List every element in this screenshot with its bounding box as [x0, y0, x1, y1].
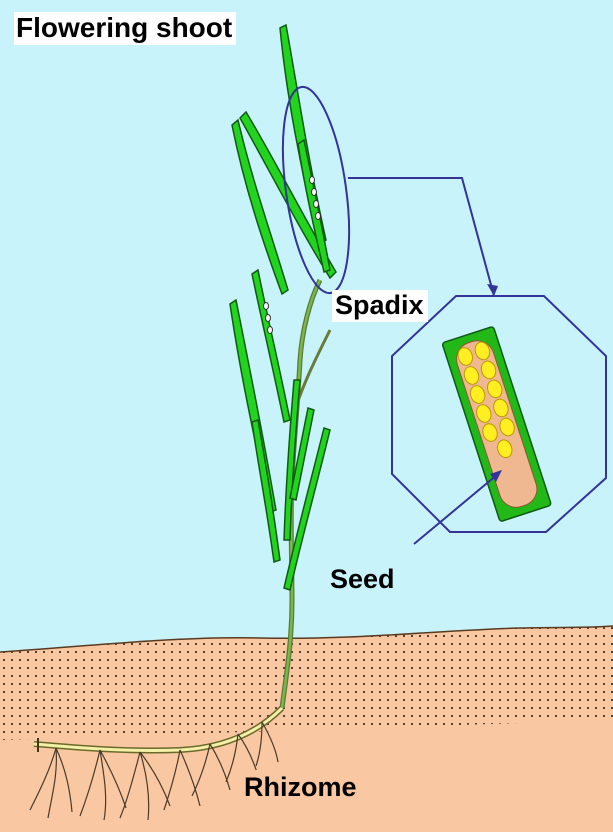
label-seed: Seed [330, 566, 395, 593]
label-spadix: Spadix [332, 290, 428, 322]
label-flowering-shoot: Flowering shoot [14, 12, 236, 45]
label-rhizome: Rhizome [238, 770, 365, 805]
